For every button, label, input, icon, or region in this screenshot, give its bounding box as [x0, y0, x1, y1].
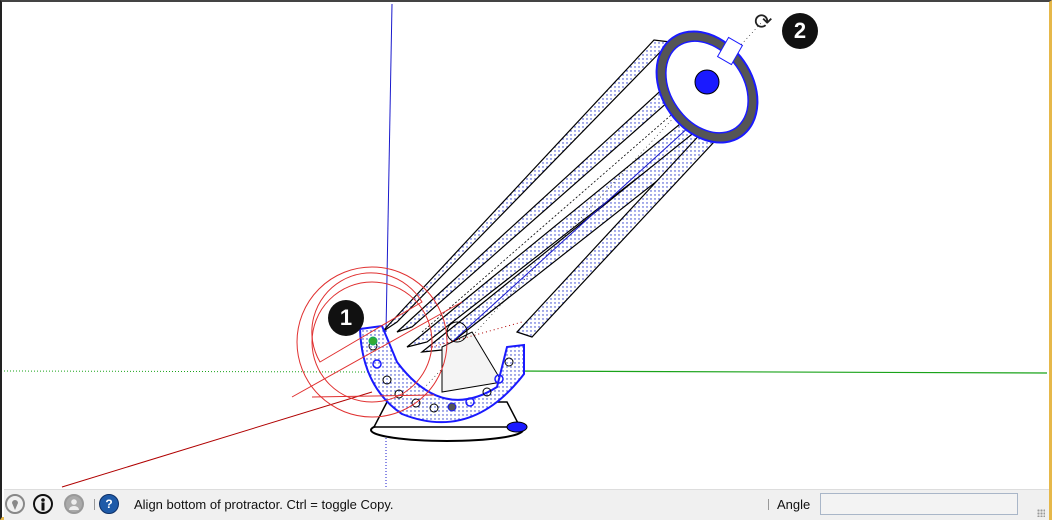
resize-grip[interactable]: [1037, 509, 1045, 517]
green-axis: [501, 370, 1048, 374]
measurement-input[interactable]: [820, 493, 1018, 515]
axes: [4, 4, 1048, 489]
instructor-help-icon[interactable]: ?: [99, 494, 119, 514]
blue-axis: [385, 4, 393, 333]
altitude-bearing: [358, 321, 525, 424]
green-axis-hidden: [4, 370, 373, 373]
secondary-cage: [655, 30, 759, 144]
protractor-tool: [291, 266, 463, 418]
user-account-icon[interactable]: [64, 494, 84, 514]
separator: [94, 499, 95, 510]
separator: [768, 499, 769, 510]
red-axis: [61, 391, 373, 488]
rotate-cursor-icon: ⟳: [754, 9, 773, 34]
status-bar: ? Align bottom of protractor. Ctrl = tog…: [4, 489, 1049, 520]
inference-point: [368, 336, 378, 346]
credits-icon[interactable]: [33, 494, 53, 514]
geo-location-icon[interactable]: [5, 494, 25, 514]
truss-poles: [381, 39, 743, 353]
model-canvas[interactable]: [4, 4, 1049, 489]
status-message: Align bottom of protractor. Ctrl = toggl…: [134, 497, 394, 512]
drawing-viewport[interactable]: 1 2 ⟳: [4, 4, 1049, 489]
callout-2: 2: [782, 13, 818, 49]
callout-1: 1: [328, 300, 364, 336]
measurement-label: Angle: [777, 497, 811, 512]
